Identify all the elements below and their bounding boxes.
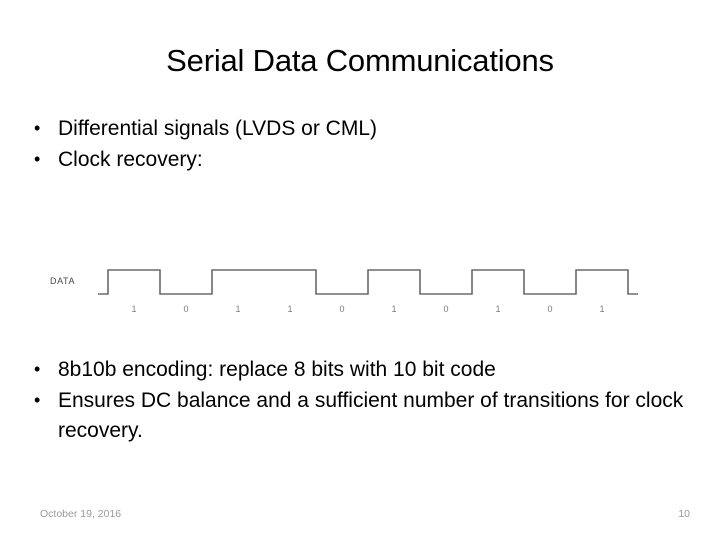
bullet-icon: • [34, 148, 41, 169]
bullet-text: Ensures DC balance and a sufficient numb… [58, 388, 684, 442]
footer-date: October 19, 2016 [40, 508, 122, 520]
list-item: • 8b10b encoding: replace 8 bits with 10… [34, 355, 684, 385]
list-item: • Ensures DC balance and a sufficient nu… [34, 386, 684, 446]
bit-label: 1 [131, 304, 136, 314]
list-item: • Clock recovery: [34, 145, 684, 175]
bullet-text: Clock recovery: [58, 147, 203, 171]
bit-label: 1 [235, 304, 240, 314]
footer-page-number: 10 [678, 508, 690, 520]
bit-label: 0 [339, 304, 344, 314]
bit-label: 0 [443, 304, 448, 314]
bullet-text: 8b10b encoding: replace 8 bits with 10 b… [58, 358, 496, 381]
page-title: Serial Data Communications [166, 43, 554, 78]
waveform-signal-label: DATA [50, 276, 75, 286]
bit-label: 0 [547, 304, 552, 314]
bit-label: 1 [287, 304, 292, 314]
bit-label: 1 [495, 304, 500, 314]
list-item: • Differential signals (LVDS or CML) [34, 114, 684, 144]
data-waveform-figure: DATA 1 0 1 1 0 1 0 1 0 1 [40, 246, 640, 328]
waveform-trace [98, 269, 638, 295]
bullet-list-top: • Differential signals (LVDS or CML) • C… [34, 114, 684, 176]
bullet-icon: • [34, 389, 41, 410]
bullet-text: Differential signals (LVDS or CML) [58, 117, 377, 140]
bit-label: 0 [183, 304, 188, 314]
bullet-icon: • [34, 118, 41, 138]
bit-label: 1 [599, 304, 604, 314]
bullet-icon: • [34, 359, 41, 379]
bullet-list-bottom: • 8b10b encoding: replace 8 bits with 10… [34, 355, 684, 446]
bit-label: 1 [391, 304, 396, 314]
